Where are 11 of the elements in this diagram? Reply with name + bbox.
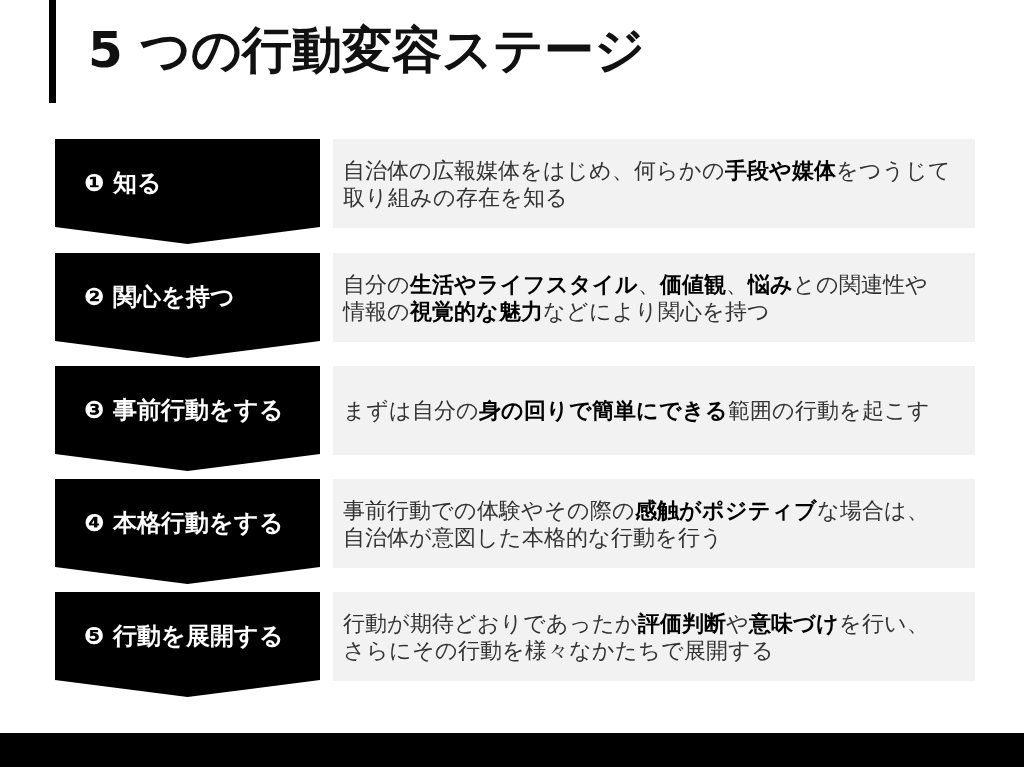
description-box: 事前行動での体験やその際の感触がポジティブな場合は、自治体が意図した本格的な行動を行う — [333, 479, 975, 568]
chevron-step: ❹ 本格行動をする — [55, 479, 320, 584]
chevron-step: ❷ 関心を持つ — [55, 253, 320, 358]
description-box: 自分の生活やライフスタイル、価値観、悩みとの関連性や情報の視覚的な魅力などにより関心を持つ — [333, 253, 975, 342]
description-box: 行動が期待どおりであったか評価判断や意味づけを行い、さらにその行動を様々なかたちで展開する — [333, 592, 975, 681]
chevron-step: ❸ 事前行動をする — [55, 366, 320, 471]
description-box: 自治体の広報媒体をはじめ、何らかの手段や媒体をつうじて取り組みの存在を知る — [333, 139, 975, 228]
description-box: まずは自分の身の回りで簡単にできる範囲の行動を起こす — [333, 366, 975, 455]
chevron-step: ❺ 行動を展開する — [55, 592, 320, 697]
chevron-step: ❶ 知る — [55, 139, 320, 244]
title: 5 つの行動変容ステージ — [88, 20, 646, 81]
